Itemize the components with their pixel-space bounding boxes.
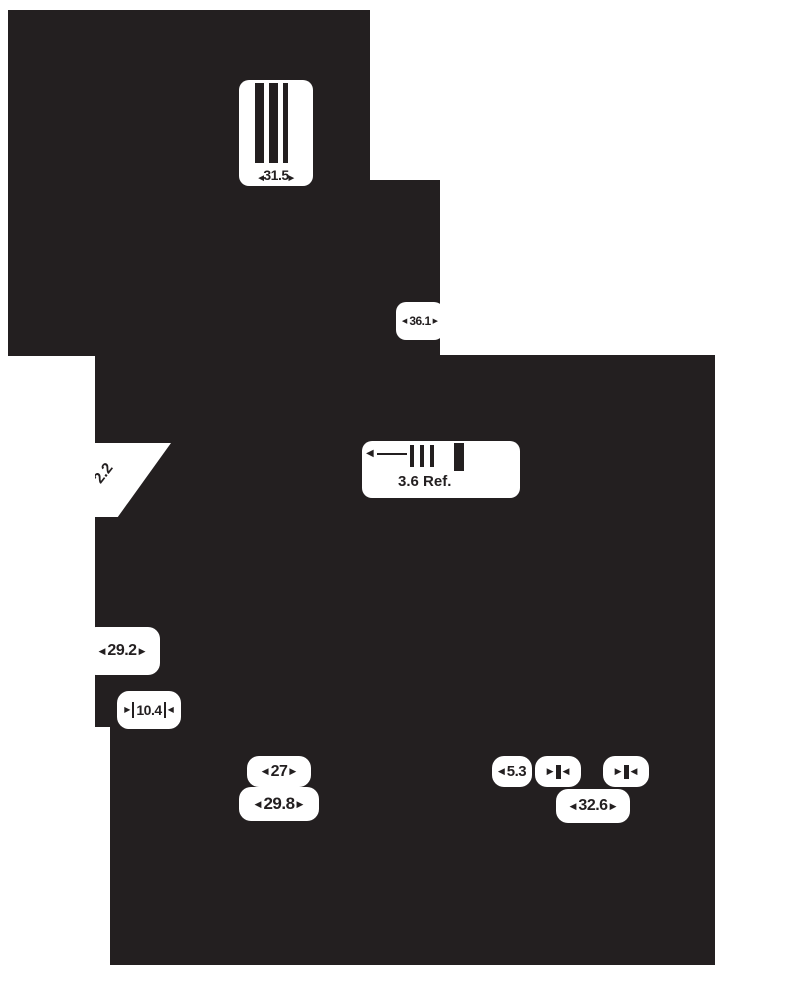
pin-tick-icon: [454, 443, 464, 471]
arrow-right-icon: ▶: [288, 175, 294, 182]
pin-tick-icon: [430, 445, 434, 467]
leader-line: [377, 453, 407, 455]
dimension-value: 5.3: [506, 763, 527, 780]
dimension-value: 29.8: [263, 794, 295, 813]
extension-line-icon: [132, 702, 135, 718]
arrow-left-icon: ◀: [98, 645, 106, 656]
dimension-label-31-5: ◀31.5▶: [239, 167, 313, 183]
dimension-label-10-4: ▶ 10.4 ◀: [117, 691, 181, 729]
pin-bar-icon: [283, 83, 288, 163]
silhouette-middle-block: [95, 355, 715, 727]
arrow-right-icon: ▶: [546, 766, 554, 776]
pin-tick-icon: [410, 445, 414, 467]
dimension-label-36-1: ◀ 36.1 ▶: [396, 302, 444, 340]
arrow-right-icon: ▶: [138, 645, 146, 656]
arrow-right-icon: ▶: [432, 317, 439, 325]
dimension-label-27: ◀ 27 ▶: [247, 756, 311, 787]
extension-line-icon: [163, 702, 166, 718]
silhouette-top-left-block: [8, 10, 370, 356]
dimension-label-32-6: ◀ 32.6 ▶: [556, 789, 630, 823]
arrow-left-icon: ◀: [258, 175, 264, 182]
dimension-value: 32.6: [578, 797, 608, 814]
arrow-left-icon: ◀: [569, 800, 577, 811]
arrow-left-icon: ◀: [562, 766, 570, 776]
dimension-label-29-2: ◀ 29.2 ▶: [84, 627, 160, 675]
arrow-right-icon: ▶: [289, 766, 297, 776]
dimension-arrows-callout: ▶ ◀: [603, 756, 649, 787]
pin-bar-icon: [269, 83, 278, 163]
dimension-arrows-callout: ▶ ◀: [535, 756, 581, 787]
arrow-left-icon: ◀: [497, 766, 505, 776]
feature-line-icon: [555, 764, 561, 779]
pin-slot-window: ◀31.5▶: [239, 80, 313, 186]
arrow-left-icon: ◀: [167, 705, 174, 714]
dimension-window-3-6-ref: ◀ 3.6 Ref.: [362, 441, 520, 498]
arrow-left-icon: ◀: [630, 766, 638, 776]
arrow-left-icon: ◀: [254, 798, 262, 809]
dimension-label-5-3: ◀ 5.3: [492, 756, 532, 787]
dimension-value: 27: [270, 762, 288, 780]
arrow-right-icon: ▶: [609, 800, 617, 811]
pin-bar-icon: [255, 83, 264, 163]
dimension-label-29-8: ◀ 29.8 ▶: [239, 787, 319, 821]
arrow-left-icon: ◀: [401, 317, 408, 325]
arrow-right-icon: ▶: [614, 766, 622, 776]
dimension-value: 36.1: [409, 314, 431, 328]
pin-tick-icon: [420, 445, 424, 467]
arrow-right-icon: ▶: [296, 798, 304, 809]
arrow-left-icon: ◀: [261, 766, 269, 776]
arrow-right-icon: ▶: [124, 705, 131, 714]
arrow-left-icon: ◀: [366, 448, 374, 459]
dimension-value: 29.2: [107, 642, 137, 659]
feature-line-icon: [623, 764, 629, 779]
dimension-value: 10.4: [136, 702, 162, 718]
dimension-value: 31.5: [263, 167, 289, 183]
dimension-value: 3.6 Ref.: [398, 473, 452, 490]
